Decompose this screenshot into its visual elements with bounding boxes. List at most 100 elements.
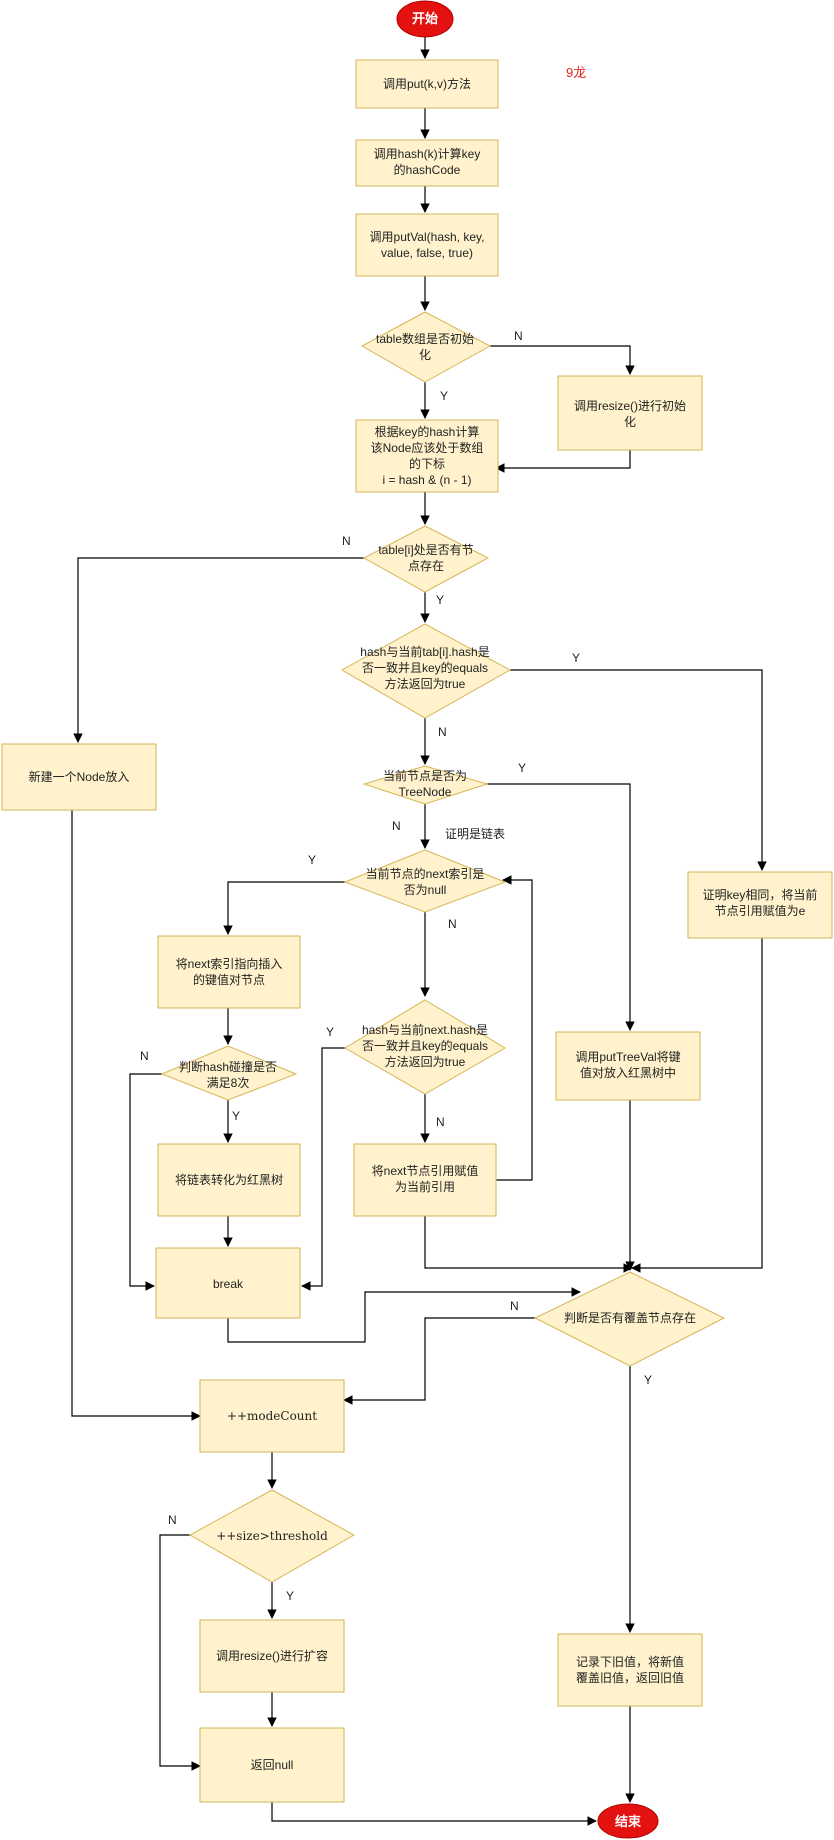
next-null-decision: 当前节点的next索引是 否为null	[343, 849, 507, 913]
watermark-text: 9龙	[566, 65, 586, 80]
has-node-decision: table[i]处是否有节 点存在	[362, 525, 490, 593]
edge-hash-eq-y	[510, 669, 767, 871]
is-tree-decision: 当前节点是否为 TreeNode	[362, 765, 489, 805]
has-node-label-2: 点存在	[408, 559, 444, 573]
return-null-label: 返回null	[251, 1758, 294, 1772]
label-collide-y: Y	[232, 1109, 240, 1123]
label-override-y: Y	[644, 1373, 652, 1387]
table-init-label-1: table数组是否初始	[376, 331, 474, 346]
index-label-3: 的下标	[409, 456, 445, 471]
resize-init-box: 调用resize()进行初始 化	[557, 375, 703, 451]
edge-resize-init-to-index	[495, 450, 631, 473]
edge-override-n	[343, 1317, 535, 1405]
putval-box: 调用putVal(hash, key, value, false, true)	[355, 213, 499, 277]
edge-labels: N Y N Y Y N Y N 证明是链表 Y N N Y Y N N Y N …	[140, 329, 652, 1603]
edge-table-init-n	[490, 345, 635, 375]
next-hash-label-3: 方法返回为true	[385, 1054, 466, 1069]
key-same-label-2: 节点引用赋值为e	[715, 903, 806, 918]
label-is-tree-y: Y	[518, 761, 526, 775]
index-box: 根据key的hash计算 该Node应该处于数组 的下标 i = hash & …	[355, 419, 499, 493]
resize-expand-label: 调用resize()进行扩容	[216, 1648, 328, 1663]
override-decision: 判断是否有覆盖节点存在	[533, 1271, 726, 1367]
return-null-box: 返回null	[199, 1727, 345, 1803]
hash-label-1: 调用hash(k)计算key	[374, 146, 481, 161]
edge-new-node-to-modcount	[71, 810, 201, 1421]
edge-is-tree-y	[487, 783, 635, 1031]
modcount-box: ++modeCount	[199, 1379, 345, 1453]
assign-next-label-2: 为当前引用	[395, 1179, 455, 1194]
insert-next-box: 将next索引指向插入 的键值对节点	[157, 935, 301, 1009]
table-init-decision: table数组是否初始 化	[360, 311, 492, 383]
edge-assign-loop-back	[496, 875, 533, 1181]
hash-label-2: 的hashCode	[394, 162, 461, 177]
putval-label-1: 调用putVal(hash, key,	[370, 230, 485, 244]
to-tree-label: 将链表转化为红黑树	[175, 1172, 283, 1187]
label-next-hash-n: N	[436, 1115, 445, 1129]
edge-assign-to-override	[424, 1216, 633, 1273]
next-null-label-1: 当前节点的next索引是	[366, 866, 485, 881]
insert-next-label-2: 的键值对节点	[193, 972, 265, 987]
putval-label-2: value, false, true)	[381, 246, 473, 260]
break-label: break	[213, 1277, 244, 1291]
is-tree-label-1: 当前节点是否为	[383, 768, 467, 783]
to-tree-box: 将链表转化为红黑树	[157, 1143, 301, 1217]
label-hash-eq-y: Y	[572, 651, 580, 665]
index-label-2: 该Node应该处于数组	[371, 440, 484, 455]
label-size-n: N	[168, 1513, 177, 1527]
hash-box: 调用hash(k)计算key 的hashCode	[355, 139, 499, 187]
edges	[71, 37, 767, 1826]
table-init-label-2: 化	[419, 348, 431, 362]
size-decision: ++size>threshold	[188, 1489, 356, 1583]
label-has-node-n: N	[342, 534, 351, 548]
end-terminal: 结束	[597, 1803, 659, 1839]
label-linked-list-note: 证明是链表	[445, 826, 505, 841]
edge-collide-n	[129, 1073, 162, 1291]
edge-key-same-to-override	[631, 938, 763, 1273]
put-tree-label-1: 调用putTreeVal将键	[575, 1050, 680, 1064]
has-node-label-1: table[i]处是否有节	[378, 543, 473, 557]
key-same-box: 证明key相同，将当前 节点引用赋值为e	[687, 871, 833, 939]
hash-eq-label-2: 否一致并且key的equals	[362, 660, 488, 675]
record-old-label-2: 覆盖旧值，返回旧值	[576, 1670, 684, 1685]
next-hash-label-1: hash与当前next.hash是	[362, 1022, 488, 1037]
assign-next-box: 将next节点引用赋值 为当前引用	[353, 1143, 497, 1217]
edge-has-node-n	[73, 557, 364, 743]
insert-next-label-1: 将next索引指向插入	[176, 956, 283, 971]
new-node-label: 新建一个Node放入	[29, 769, 130, 784]
assign-next-label-1: 将next节点引用赋值	[372, 1163, 479, 1178]
call-put-box: 调用put(k,v)方法	[355, 59, 499, 109]
edge-next-hash-y	[301, 1047, 345, 1291]
label-next-null-y: Y	[308, 853, 316, 867]
size-label: ++size>threshold	[216, 1529, 328, 1543]
edge-next-null-y	[223, 881, 345, 935]
edge-return-to-end	[271, 1802, 597, 1826]
label-collide-n: N	[140, 1049, 149, 1063]
resize-init-label-2: 化	[624, 415, 636, 429]
resize-init-label-1: 调用resize()进行初始	[574, 399, 686, 413]
record-old-label-1: 记录下旧值，将新值	[576, 1654, 684, 1669]
label-next-null-n: N	[448, 917, 457, 931]
label-size-y: Y	[286, 1589, 294, 1603]
start-terminal: 开始	[396, 0, 454, 38]
modcount-label: ++modeCount	[227, 1409, 317, 1423]
is-tree-label-2: TreeNode	[399, 785, 452, 799]
collide-decision: 判断hash碰撞是否 满足8次	[160, 1045, 298, 1101]
break-box: break	[155, 1247, 301, 1319]
index-label-4: i = hash & (n - 1)	[382, 473, 471, 487]
collide-label-1: 判断hash碰撞是否	[179, 1059, 277, 1074]
edge-size-n	[159, 1534, 201, 1771]
label-next-hash-y: Y	[326, 1025, 334, 1039]
next-hash-decision: hash与当前next.hash是 否一致并且key的equals 方法返回为t…	[344, 999, 506, 1095]
index-label-1: 根据key的hash计算	[375, 424, 480, 439]
next-hash-label-2: 否一致并且key的equals	[362, 1038, 488, 1053]
key-same-label-1: 证明key相同，将当前	[703, 887, 818, 902]
start-label: 开始	[412, 11, 438, 26]
hash-eq-label-1: hash与当前tab[i].hash是	[360, 644, 489, 659]
override-label: 判断是否有覆盖节点存在	[564, 1310, 696, 1325]
label-table-init-n: N	[514, 329, 523, 343]
next-null-label-2: 否为null	[404, 883, 447, 897]
hash-eq-label-3: 方法返回为true	[385, 676, 466, 691]
new-node-box: 新建一个Node放入	[1, 743, 157, 811]
